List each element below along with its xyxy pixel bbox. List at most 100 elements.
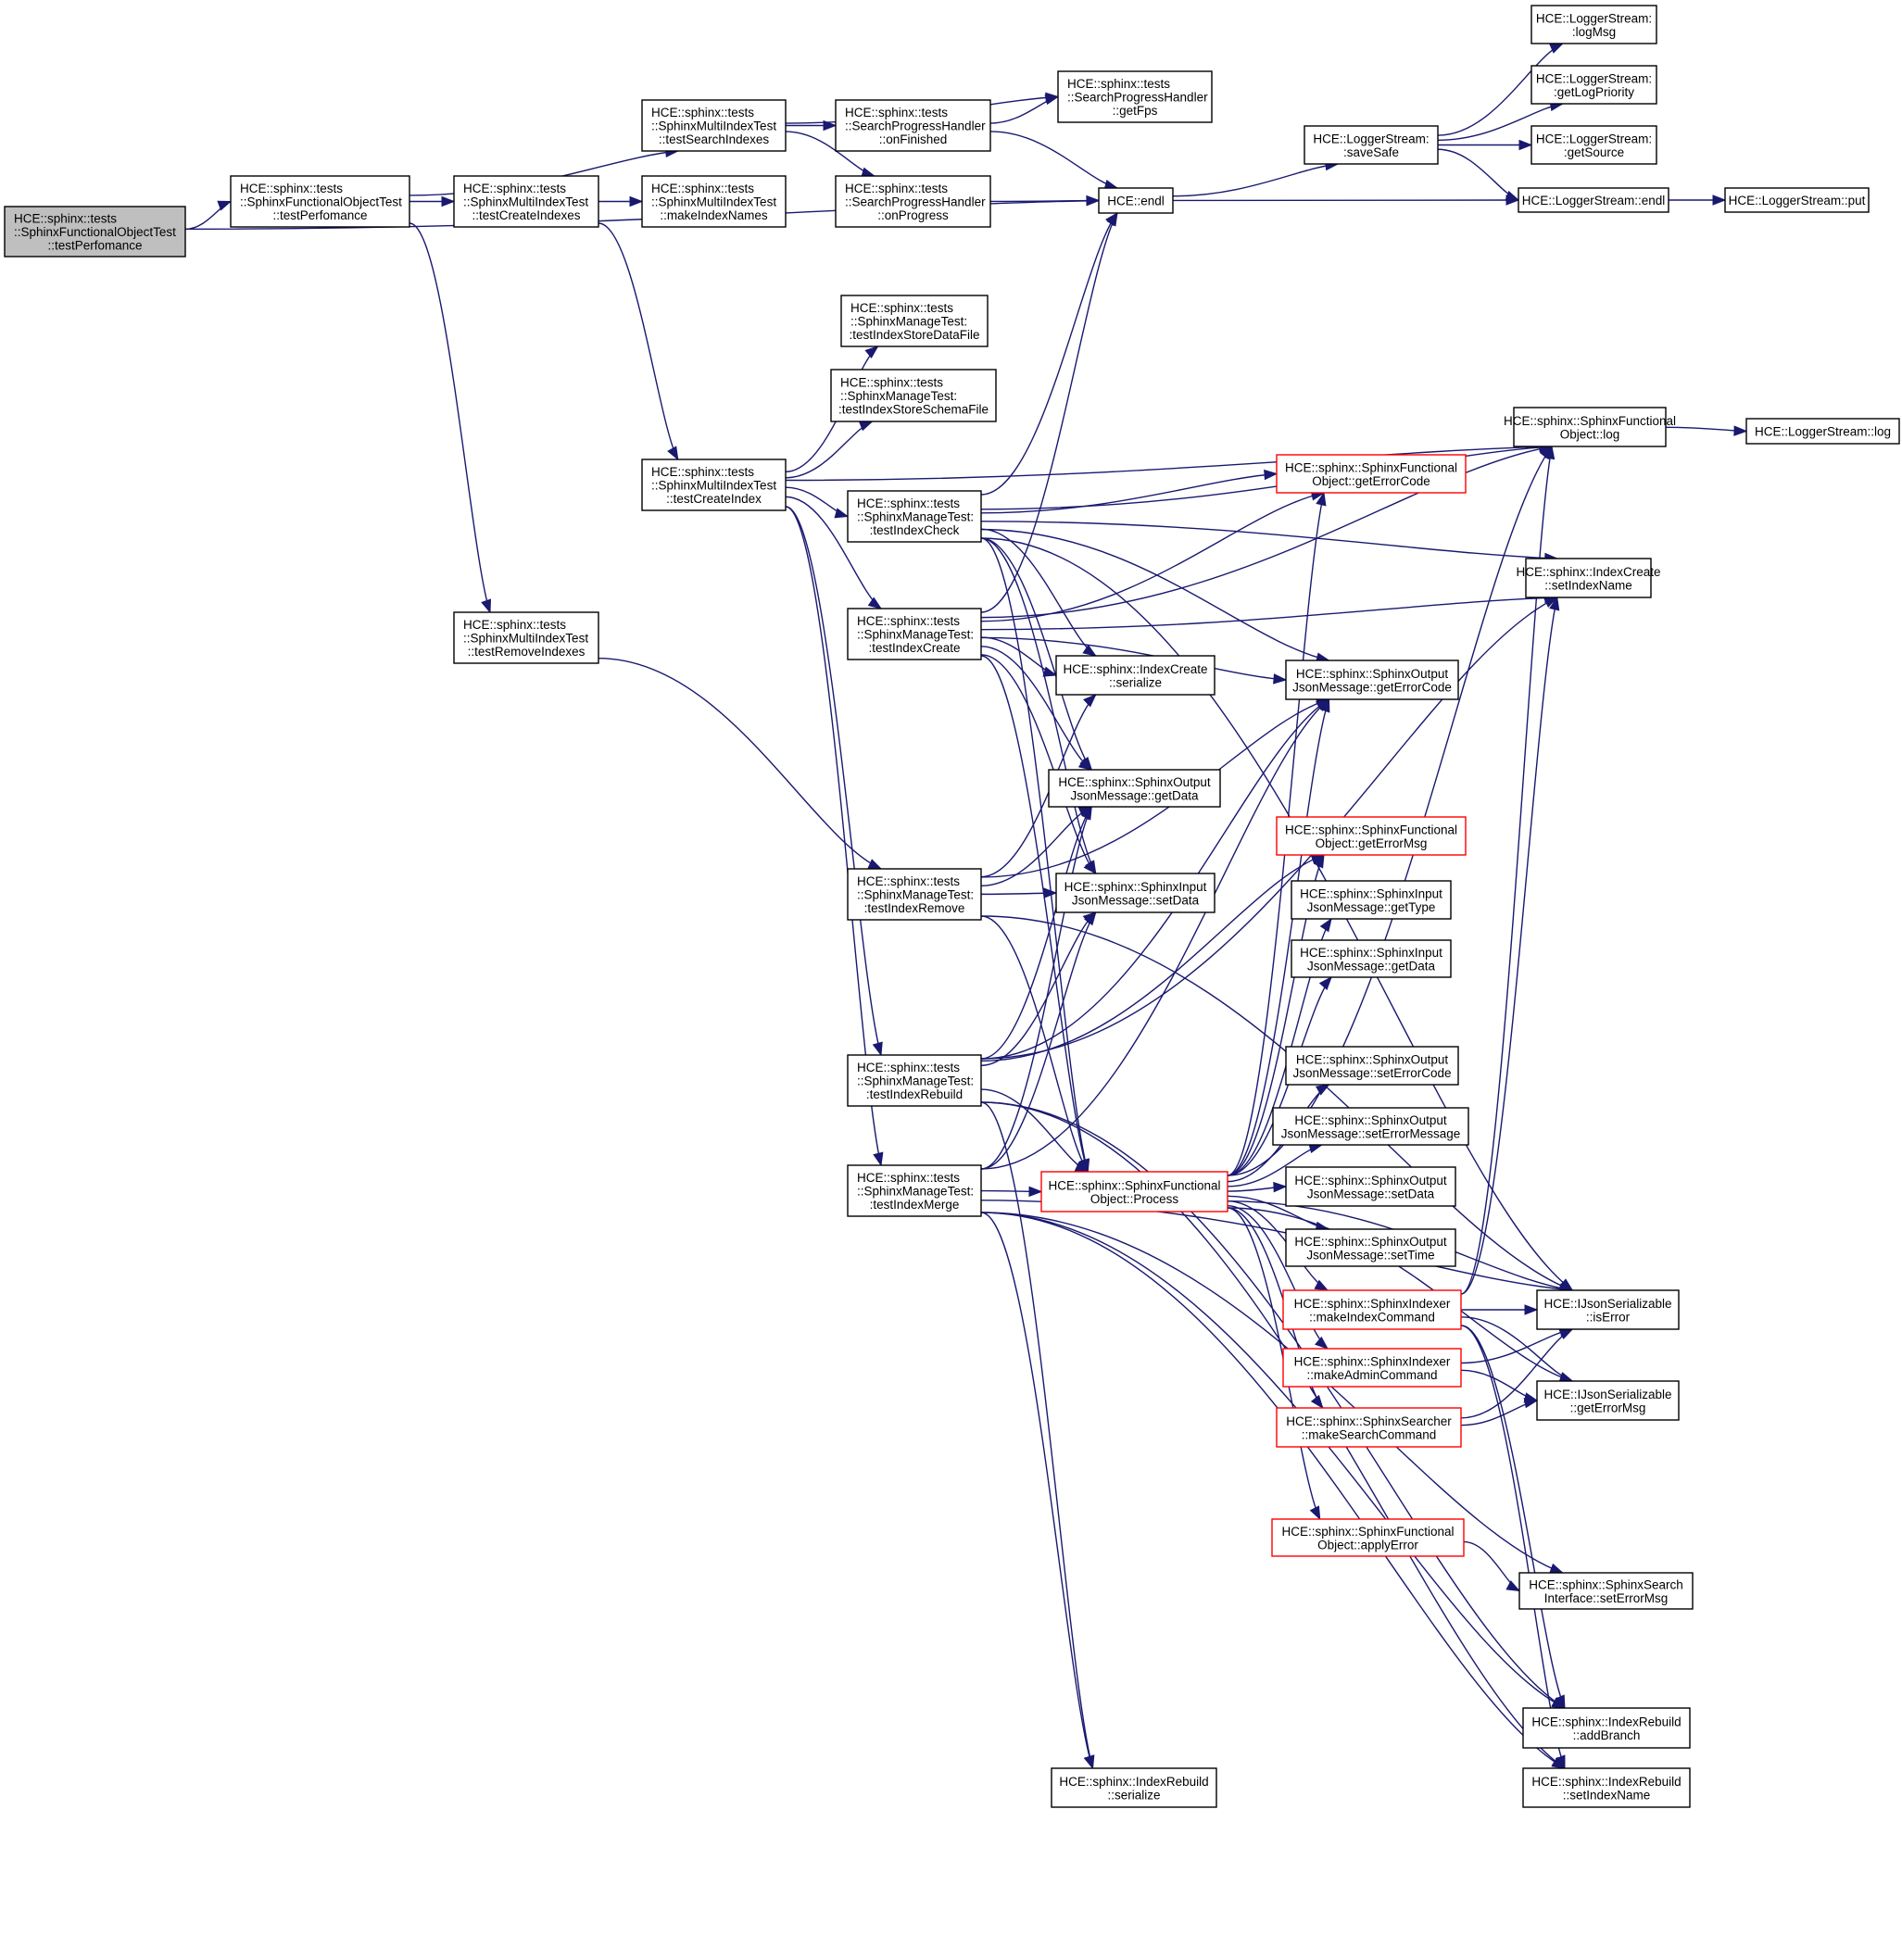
- node-box[interactable]: [847, 490, 982, 543]
- node-getFps[interactable]: HCE::sphinx::tests::SearchProgressHandle…: [1057, 70, 1213, 123]
- node-box[interactable]: [1272, 1107, 1469, 1146]
- node-testCreateIndexes[interactable]: HCE::sphinx::tests::SphinxMultiIndexTest…: [453, 175, 599, 228]
- node-ic_setIndexName[interactable]: HCE::sphinx::IndexCreate::setIndexName: [1516, 558, 1661, 598]
- node-process[interactable]: HCE::sphinx::SphinxFunctionalObject::Pro…: [1040, 1171, 1228, 1212]
- node-testIndexRebuild[interactable]: HCE::sphinx::tests::SphinxManageTest::te…: [847, 1054, 982, 1107]
- node-box[interactable]: [453, 175, 599, 228]
- node-box[interactable]: [1048, 769, 1221, 808]
- node-soj_getData[interactable]: HCE::sphinx::SphinxOutputJsonMessage::ge…: [1048, 769, 1221, 808]
- node-box[interactable]: [1522, 1707, 1691, 1749]
- node-ic_serialize[interactable]: HCE::sphinx::IndexCreate::serialize: [1055, 655, 1216, 696]
- node-box[interactable]: [1040, 1171, 1228, 1212]
- node-root[interactable]: HCE::sphinx::tests::SphinxFunctionalObje…: [4, 206, 186, 258]
- node-box[interactable]: [847, 868, 982, 921]
- node-box[interactable]: [1525, 558, 1652, 598]
- node-box[interactable]: [1282, 1289, 1462, 1330]
- node-box[interactable]: [1285, 660, 1459, 700]
- node-box[interactable]: [1530, 65, 1657, 105]
- node-box[interactable]: [1098, 187, 1174, 214]
- node-testRemoveIndexes[interactable]: HCE::sphinx::tests::SphinxMultiIndexTest…: [453, 611, 599, 664]
- node-ls_log[interactable]: HCE::LoggerStream::log: [1745, 418, 1900, 445]
- node-sfo_getErrorCode[interactable]: HCE::sphinx::SphinxFunctionalObject::get…: [1276, 454, 1467, 494]
- node-box[interactable]: [1291, 939, 1452, 978]
- node-isError[interactable]: HCE::IJsonSerializable::isError: [1536, 1289, 1680, 1330]
- node-box[interactable]: [453, 611, 599, 664]
- node-box[interactable]: [1285, 1228, 1456, 1267]
- node-box[interactable]: [1518, 1572, 1694, 1610]
- node-box[interactable]: [1518, 187, 1669, 213]
- node-box[interactable]: [847, 1164, 982, 1217]
- node-box[interactable]: [1724, 187, 1870, 213]
- node-getLogPriority[interactable]: HCE::LoggerStream::getLogPriority: [1530, 65, 1657, 105]
- node-testIndexMerge[interactable]: HCE::sphinx::tests::SphinxManageTest::te…: [847, 1164, 982, 1217]
- node-box[interactable]: [1522, 1767, 1691, 1808]
- node-makeAdminCommand[interactable]: HCE::sphinx::SphinxIndexer::makeAdminCom…: [1282, 1348, 1462, 1388]
- node-ssi_setErrorMsg[interactable]: HCE::sphinx::SphinxSearchInterface::setE…: [1518, 1572, 1694, 1610]
- node-sfo_log[interactable]: HCE::sphinx::SphinxFunctionalObject::log: [1504, 407, 1676, 447]
- node-soj_setErrorMessage[interactable]: HCE::sphinx::SphinxOutputJsonMessage::se…: [1272, 1107, 1469, 1146]
- node-box[interactable]: [1536, 1289, 1680, 1330]
- node-box[interactable]: [1276, 1407, 1462, 1448]
- node-testIndexCreate[interactable]: HCE::sphinx::tests::SphinxManageTest::te…: [847, 608, 982, 660]
- node-makeSearchCommand[interactable]: HCE::sphinx::SphinxSearcher::makeSearchC…: [1276, 1407, 1462, 1448]
- node-box[interactable]: [1057, 70, 1213, 123]
- node-getSource[interactable]: HCE::LoggerStream::getSource: [1530, 125, 1657, 165]
- node-soj_setData[interactable]: HCE::sphinx::SphinxOutputJsonMessage::se…: [1285, 1166, 1456, 1207]
- node-testCreateIndex[interactable]: HCE::sphinx::tests::SphinxMultiIndexTest…: [641, 459, 787, 511]
- node-box[interactable]: [1304, 125, 1439, 165]
- node-ls_endl[interactable]: HCE::LoggerStream::endl: [1518, 187, 1669, 213]
- node-storeDataFile[interactable]: HCE::sphinx::tests::SphinxManageTest::te…: [840, 295, 989, 347]
- node-saveSafe[interactable]: HCE::LoggerStream::saveSafe: [1304, 125, 1439, 165]
- node-onProgress[interactable]: HCE::sphinx::tests::SearchProgressHandle…: [835, 175, 991, 228]
- node-box[interactable]: [1051, 1767, 1217, 1808]
- node-sij_setData[interactable]: HCE::sphinx::SphinxInputJsonMessage::set…: [1055, 873, 1216, 913]
- node-sij_getData[interactable]: HCE::sphinx::SphinxInputJsonMessage::get…: [1291, 939, 1452, 978]
- node-box[interactable]: [1276, 454, 1467, 494]
- node-box[interactable]: [230, 175, 410, 228]
- node-sfo_getErrorMsg[interactable]: HCE::sphinx::SphinxFunctionalObject::get…: [1276, 816, 1467, 856]
- node-box[interactable]: [1282, 1348, 1462, 1388]
- node-makeIndexNames[interactable]: HCE::sphinx::tests::SphinxMultiIndexTest…: [641, 175, 787, 228]
- node-sij_getType[interactable]: HCE::sphinx::SphinxInputJsonMessage::get…: [1291, 880, 1452, 920]
- node-testIndexRemove[interactable]: HCE::sphinx::tests::SphinxManageTest::te…: [847, 868, 982, 921]
- node-ir_serialize[interactable]: HCE::sphinx::IndexRebuild::serialize: [1051, 1767, 1217, 1808]
- node-box[interactable]: [1530, 5, 1657, 44]
- node-box[interactable]: [830, 369, 997, 422]
- node-box[interactable]: [1536, 1380, 1680, 1421]
- node-soj_setTime[interactable]: HCE::sphinx::SphinxOutputJsonMessage::se…: [1285, 1228, 1456, 1267]
- node-logMsg[interactable]: HCE::LoggerStream::logMsg: [1530, 5, 1657, 44]
- node-box[interactable]: [1530, 125, 1657, 165]
- node-box[interactable]: [1276, 816, 1467, 856]
- node-box[interactable]: [1271, 1518, 1465, 1557]
- node-ir_setIndexName[interactable]: HCE::sphinx::IndexRebuild::setIndexName: [1522, 1767, 1691, 1808]
- node-onFinished[interactable]: HCE::sphinx::tests::SearchProgressHandle…: [835, 99, 991, 152]
- node-sfot_perf[interactable]: HCE::sphinx::tests::SphinxFunctionalObje…: [230, 175, 410, 228]
- node-testIndexCheck[interactable]: HCE::sphinx::tests::SphinxManageTest::te…: [847, 490, 982, 543]
- node-applyError[interactable]: HCE::sphinx::SphinxFunctionalObject::app…: [1271, 1518, 1465, 1557]
- node-box[interactable]: [840, 295, 989, 347]
- node-box[interactable]: [641, 175, 787, 228]
- node-box[interactable]: [1513, 407, 1667, 447]
- node-box[interactable]: [1055, 873, 1216, 913]
- node-box[interactable]: [847, 1054, 982, 1107]
- node-box[interactable]: [835, 99, 991, 152]
- node-soj_setErrorCode[interactable]: HCE::sphinx::SphinxOutputJsonMessage::se…: [1285, 1046, 1459, 1086]
- node-box[interactable]: [1745, 418, 1900, 445]
- node-box[interactable]: [4, 206, 186, 258]
- node-ijs_getErrorMsg[interactable]: HCE::IJsonSerializable::getErrorMsg: [1536, 1380, 1680, 1421]
- node-box[interactable]: [641, 459, 787, 511]
- node-put[interactable]: HCE::LoggerStream::put: [1724, 187, 1870, 213]
- node-addBranch[interactable]: HCE::sphinx::IndexRebuild::addBranch: [1522, 1707, 1691, 1749]
- node-box[interactable]: [835, 175, 991, 228]
- node-box[interactable]: [1055, 655, 1216, 696]
- node-makeIndexCommand[interactable]: HCE::sphinx::SphinxIndexer::makeIndexCom…: [1282, 1289, 1462, 1330]
- node-box[interactable]: [1285, 1166, 1456, 1207]
- node-storeSchemaFile[interactable]: HCE::sphinx::tests::SphinxManageTest::te…: [830, 369, 997, 422]
- node-box[interactable]: [1285, 1046, 1459, 1086]
- node-endl[interactable]: HCE::endl: [1098, 187, 1174, 214]
- node-testSearchIndexes[interactable]: HCE::sphinx::tests::SphinxMultiIndexTest…: [641, 99, 787, 152]
- node-box[interactable]: [1291, 880, 1452, 920]
- node-box[interactable]: [641, 99, 787, 152]
- node-soj_getErrorCode[interactable]: HCE::sphinx::SphinxOutputJsonMessage::ge…: [1285, 660, 1459, 700]
- node-box[interactable]: [847, 608, 982, 660]
